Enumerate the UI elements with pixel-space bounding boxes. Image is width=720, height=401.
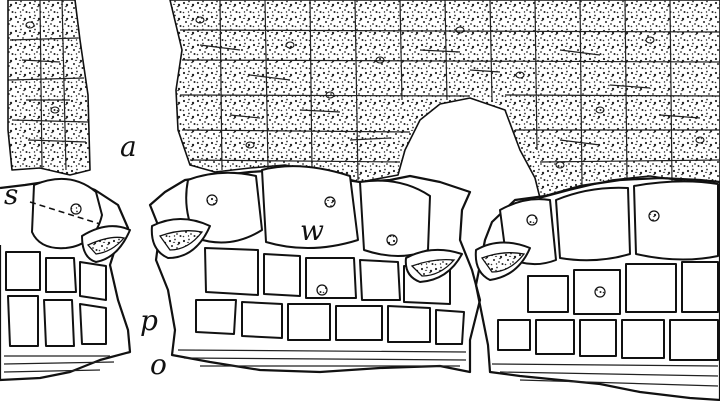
label-p: p <box>140 304 158 337</box>
label-s: s <box>4 178 18 211</box>
label-o: o <box>150 348 167 381</box>
label-w: w <box>300 214 324 247</box>
label-a: a <box>120 130 137 163</box>
epidermis-tissue <box>0 166 720 400</box>
mesophyll-tissue <box>8 0 720 198</box>
